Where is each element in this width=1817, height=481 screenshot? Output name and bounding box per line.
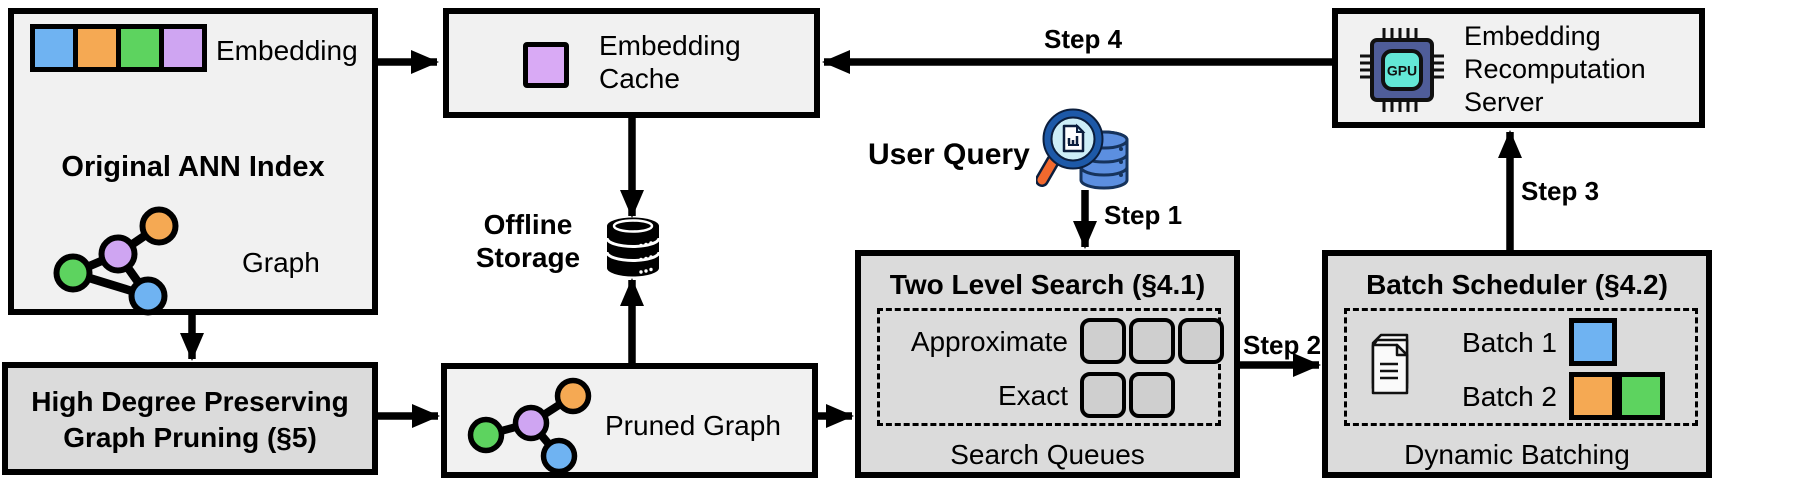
- search-queues-caption: Search Queues: [950, 439, 1145, 470]
- recomputation-server-box: GPU Embedding Recomputation Server: [1332, 8, 1705, 128]
- dynamic-batching-dashed-box: Batch 1 Batch 2: [1344, 308, 1698, 426]
- user-query-icon: [1036, 108, 1129, 190]
- batch-2-label: Batch 2: [1462, 380, 1557, 412]
- graph-pruning-box: High Degree Preserving Graph Pruning (§5…: [2, 362, 378, 475]
- offline-storage-label: Offline Storage: [475, 209, 581, 273]
- embedding-vector-icon: [30, 24, 207, 72]
- approximate-label: Approximate: [910, 325, 1068, 357]
- approximate-queues: [1080, 318, 1224, 364]
- documents-icon: [1371, 333, 1409, 395]
- user-query-label: User Query: [868, 138, 1030, 171]
- color-square: [1569, 372, 1617, 420]
- offline-storage-database-icon: [605, 217, 661, 277]
- gpu-text: GPU: [1387, 63, 1417, 79]
- original-ann-index-title: Original ANN Index: [61, 151, 325, 183]
- dynamic-batching-caption: Dynamic Batching: [1404, 439, 1630, 470]
- color-square: [1569, 318, 1617, 366]
- step-4-label: Step 4: [1044, 24, 1123, 54]
- pruned-graph-box: Pruned Graph: [441, 363, 818, 478]
- color-square: [78, 29, 116, 67]
- embedding-cache-label: Embedding Cache: [599, 30, 741, 94]
- two-level-search-title: Two Level Search (§4.1): [889, 269, 1206, 300]
- embedding-label: Embedding: [216, 35, 358, 66]
- original-ann-index-box: Embedding Original ANN Index Graph: [8, 8, 378, 316]
- cached-embedding-icon: [523, 42, 569, 88]
- color-square: [164, 29, 202, 67]
- pruned-graph-label: Pruned Graph: [605, 410, 781, 441]
- gpu-chip-icon: GPU: [1360, 28, 1444, 112]
- queue-slot: [1129, 318, 1175, 364]
- search-queues-dashed-box: Approximate Exact: [877, 308, 1224, 426]
- batch-2-squares: [1569, 372, 1665, 420]
- color-square: [35, 29, 73, 67]
- batch-scheduler-title: Batch Scheduler (§4.2): [1366, 269, 1668, 300]
- queue-slot: [1080, 318, 1126, 364]
- color-square: [121, 29, 159, 67]
- two-level-search-box: Two Level Search (§4.1) Approximate Exac…: [855, 250, 1240, 478]
- batch-1-label: Batch 1: [1462, 326, 1557, 358]
- ann-graph-icon: [53, 206, 179, 316]
- pruned-graph-icon: [467, 377, 592, 475]
- embedding-cache-box: Embedding Cache: [443, 8, 820, 118]
- exact-queues: [1080, 372, 1175, 418]
- queue-slot: [1178, 318, 1224, 364]
- color-square: [1617, 372, 1665, 420]
- graph-label: Graph: [242, 247, 320, 278]
- step-1-label: Step 1: [1104, 200, 1183, 230]
- batch-1-squares: [1569, 318, 1617, 366]
- batch-scheduler-box: Batch Scheduler (§4.2) Batch 1: [1322, 250, 1712, 478]
- queue-slot: [1080, 372, 1126, 418]
- graph-pruning-title: High Degree Preserving Graph Pruning (§5…: [31, 386, 349, 453]
- queue-slot: [1129, 372, 1175, 418]
- exact-label: Exact: [997, 379, 1068, 411]
- step-3-label: Step 3: [1521, 176, 1600, 206]
- recomputation-server-label: Embedding Recomputation Server: [1464, 21, 1646, 117]
- step-2-label: Step 2: [1243, 330, 1322, 360]
